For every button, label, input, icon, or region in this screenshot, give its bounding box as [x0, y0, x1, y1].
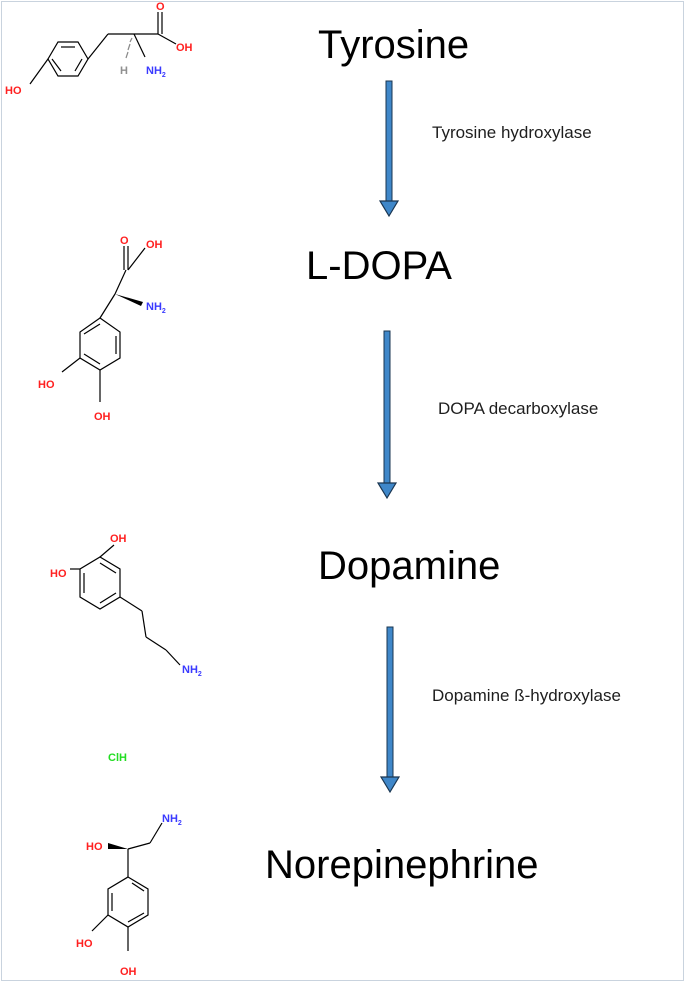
structure-dopamine: OH HO NH2: [50, 533, 202, 678]
atom-label-nh2: NH2: [146, 301, 166, 315]
enzyme-label-dopa-decarboxylase: DOPA decarboxylase: [438, 399, 599, 418]
structure-l-dopa: O OH NH2 HO OH: [38, 235, 166, 423]
atom-label-oh: OH: [94, 411, 111, 423]
reaction-arrow-1: [378, 80, 400, 218]
structure-norepinephrine: NH2 HO HO OH: [76, 813, 182, 978]
compound-name-tyrosine: Tyrosine: [318, 23, 470, 67]
enzyme-label-dopamine-beta-hydroxylase: Dopamine ß-hydroxylase: [432, 686, 621, 705]
compound-name-l-dopa: L-DOPA: [306, 244, 452, 288]
atom-label-ho: HO: [38, 379, 55, 391]
atom-label-nh2: NH2: [162, 813, 182, 827]
atom-label-oh: OH: [110, 533, 127, 545]
atom-label-ho: HO: [86, 841, 103, 853]
structure-tyrosine: HO H NH2 O OH: [5, 1, 193, 97]
atom-label-oh: OH: [146, 239, 163, 251]
atom-label-oh: HO: [5, 85, 22, 97]
reaction-arrow-3: [379, 626, 401, 794]
atom-label-o: O: [156, 1, 165, 13]
atom-label-nh2: NH2: [146, 65, 166, 79]
atom-label-ho: HO: [50, 568, 67, 580]
compound-name-dopamine: Dopamine: [318, 544, 501, 588]
enzyme-label-tyrosine-hydroxylase: Tyrosine hydroxylase: [432, 123, 592, 142]
atom-label-ho: HO: [76, 938, 93, 950]
atom-label-h: H: [120, 65, 128, 77]
salt-label-clh: ClH: [108, 752, 127, 764]
atom-label-oh: OH: [120, 966, 137, 978]
reaction-arrow-2: [376, 330, 398, 500]
compound-name-norepinephrine: Norepinephrine: [265, 843, 539, 887]
atom-label-o: O: [120, 235, 129, 247]
atom-label-oh: OH: [176, 42, 193, 54]
atom-label-nh2: NH2: [182, 664, 202, 678]
